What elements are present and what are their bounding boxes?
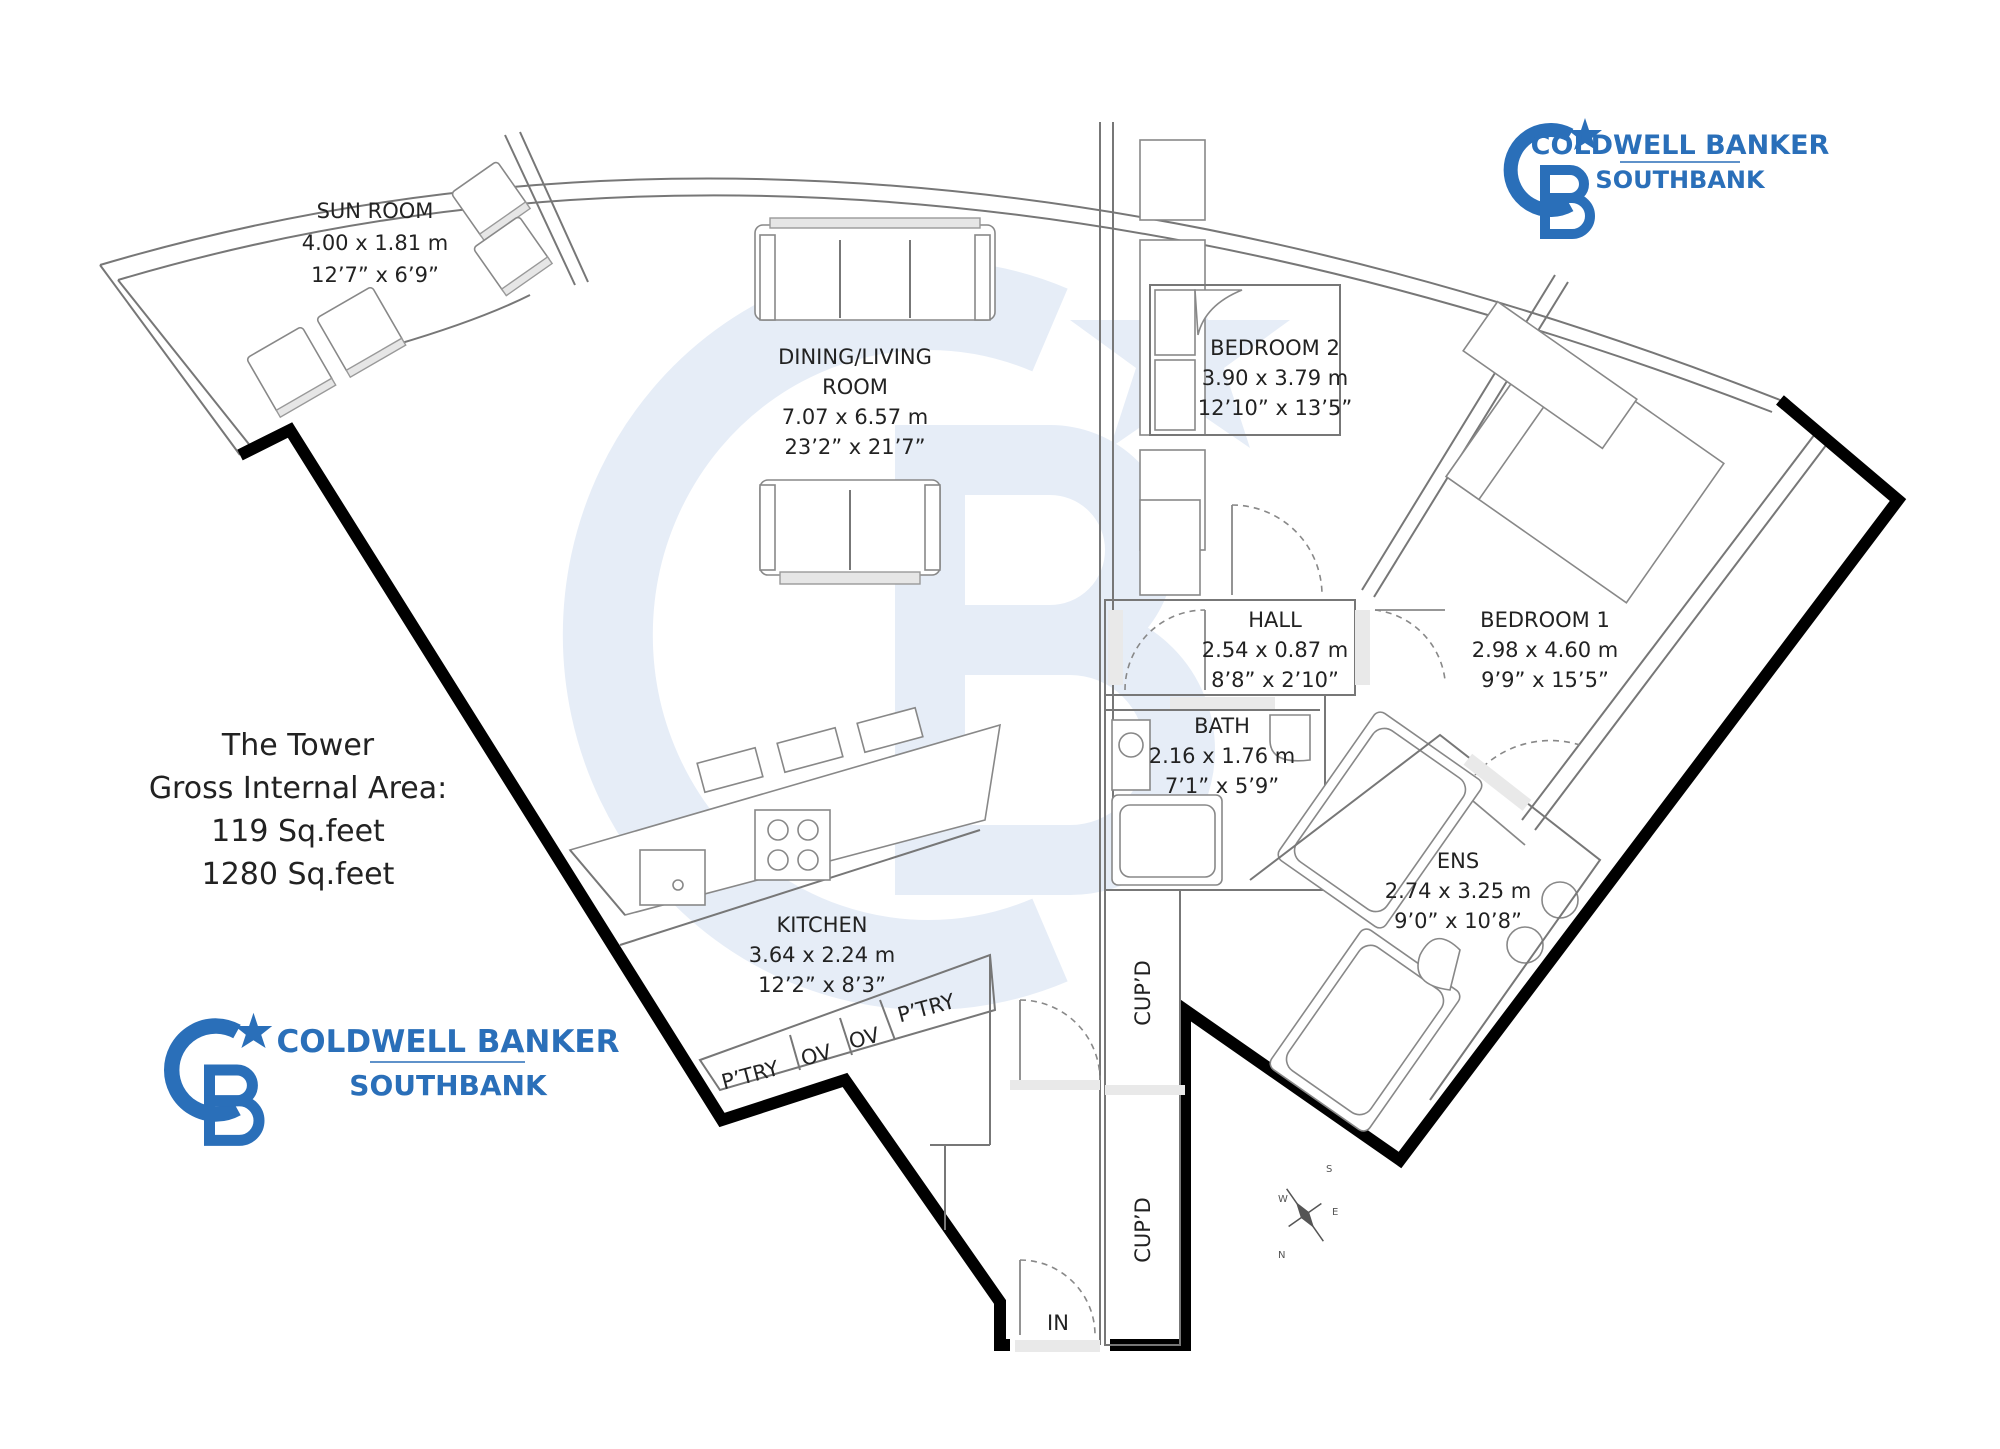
svg-text:BEDROOM 1: BEDROOM 1	[1480, 608, 1610, 632]
svg-text:3.90 x 3.79 m: 3.90 x 3.79 m	[1202, 366, 1348, 390]
oven-label: OV	[798, 1040, 834, 1071]
bath-fixtures	[1111, 714, 1311, 886]
hall-walls	[1104, 599, 1370, 891]
cupboard-label: CUP’D	[1131, 1197, 1155, 1263]
area-label: Gross Internal Area:	[149, 771, 447, 806]
svg-text:HALL: HALL	[1248, 608, 1302, 632]
property-name: The Tower	[221, 728, 375, 763]
toilet-icon	[1269, 714, 1311, 762]
cupboards	[1104, 889, 1185, 1346]
svg-text:S: S	[1326, 1164, 1332, 1175]
star-icon	[1568, 118, 1602, 150]
svg-text:4.00 x 1.81 m: 4.00 x 1.81 m	[302, 231, 448, 255]
fixture-labels: P’TRY OV OV P’TRY CUP’D CUP’D IN	[719, 960, 1155, 1335]
hob-icon	[754, 809, 831, 881]
bedroom1-wardrobe	[1462, 300, 1638, 450]
svg-text:7.07 x 6.57 m: 7.07 x 6.57 m	[782, 405, 928, 429]
svg-text:SOUTHBANK: SOUTHBANK	[349, 1069, 548, 1102]
svg-text:E: E	[1332, 1207, 1338, 1218]
brand-logo-top: COLDWELL BANKER SOUTHBANK	[1503, 118, 1830, 239]
svg-text:8’8” x 2’10”: 8’8” x 2’10”	[1211, 668, 1339, 692]
sofa-icon	[754, 217, 996, 321]
compass-labels: N S E W	[1278, 1164, 1338, 1261]
svg-text:2.98 x 4.60 m: 2.98 x 4.60 m	[1472, 638, 1618, 662]
svg-text:ENS: ENS	[1437, 849, 1479, 873]
compass-icon	[1286, 1188, 1324, 1242]
svg-text:BEDROOM 2: BEDROOM 2	[1210, 336, 1340, 360]
svg-text:12’10” x 13’5”: 12’10” x 13’5”	[1198, 396, 1352, 420]
svg-text:W: W	[1278, 1194, 1288, 1205]
svg-text:2.16 x 1.76 m: 2.16 x 1.76 m	[1149, 744, 1295, 768]
area-summary: The Tower Gross Internal Area: 119 Sq.fe…	[149, 728, 447, 892]
svg-text:BATH: BATH	[1194, 714, 1250, 738]
doors	[1010, 504, 1581, 1352]
svg-text:SOUTHBANK: SOUTHBANK	[1595, 166, 1766, 194]
cupboard-label: CUP’D	[1131, 960, 1155, 1026]
svg-text:DINING/LIVING: DINING/LIVING	[778, 345, 932, 369]
area-value-2: 1280 Sq.feet	[202, 857, 395, 892]
coldwell-banker-logo-icon	[164, 1012, 273, 1146]
kitchen-units	[698, 953, 997, 1230]
pantry-label: P’TRY	[719, 1056, 782, 1094]
svg-text:2.54 x 0.87 m: 2.54 x 0.87 m	[1202, 638, 1348, 662]
svg-text:7’1” x 5’9”: 7’1” x 5’9”	[1165, 774, 1279, 798]
room-label-sun-room: SUN ROOM 4.00 x 1.81 m 12’7” x 6’9”	[302, 199, 448, 287]
svg-text:COLDWELL BANKER: COLDWELL BANKER	[1531, 130, 1830, 161]
room-label-ens: ENS 2.74 x 3.25 m 9’0” x 10’8”	[1385, 849, 1531, 933]
svg-text:12’7” x 6’9”: 12’7” x 6’9”	[311, 263, 439, 287]
toilet-icon	[1417, 937, 1461, 991]
kitchen-island	[568, 706, 1001, 946]
svg-text:3.64 x 2.24 m: 3.64 x 2.24 m	[749, 943, 895, 967]
room-label-bath: BATH 2.16 x 1.76 m 7’1” x 5’9”	[1149, 714, 1295, 798]
area-value-1: 119 Sq.feet	[211, 814, 385, 849]
star-icon	[234, 1012, 273, 1048]
svg-text:COLDWELL BANKER: COLDWELL BANKER	[277, 1024, 620, 1060]
room-label-bedroom2: BEDROOM 2 3.90 x 3.79 m 12’10” x 13’5”	[1198, 336, 1352, 420]
oven-label: OV	[846, 1023, 882, 1054]
room-label-hall: HALL 2.54 x 0.87 m 8’8” x 2’10”	[1202, 608, 1348, 692]
svg-text:23’2” x 21’7”: 23’2” x 21’7”	[784, 435, 925, 459]
ensuite-fixtures	[1249, 711, 1602, 1132]
bedroom2-walls	[1139, 139, 1341, 596]
sink-icon	[639, 849, 706, 906]
svg-text:N: N	[1278, 1250, 1285, 1261]
svg-text:9’9” x 15’5”: 9’9” x 15’5”	[1481, 668, 1609, 692]
room-label-living: DINING/LIVING ROOM 7.07 x 6.57 m 23’2” x…	[778, 345, 932, 459]
room-label-bedroom1: BEDROOM 1 2.98 x 4.60 m 9’9” x 15’5”	[1472, 608, 1618, 692]
sofa-icon	[759, 479, 941, 585]
entrance-label: IN	[1047, 1311, 1069, 1335]
svg-text:9’0” x 10’8”: 9’0” x 10’8”	[1394, 909, 1522, 933]
sun-room-furniture	[246, 161, 554, 419]
svg-text:12’2” x 8’3”: 12’2” x 8’3”	[758, 973, 886, 997]
svg-text:ROOM: ROOM	[822, 375, 888, 399]
svg-text:SUN ROOM: SUN ROOM	[317, 199, 434, 223]
svg-text:KITCHEN: KITCHEN	[777, 913, 868, 937]
room-label-kitchen: KITCHEN 3.64 x 2.24 m 12’2” x 8’3”	[749, 913, 895, 997]
brand-logo-bottom: COLDWELL BANKER SOUTHBANK	[164, 1012, 620, 1146]
svg-text:2.74 x 3.25 m: 2.74 x 3.25 m	[1385, 879, 1531, 903]
coldwell-banker-logo-icon	[1503, 118, 1602, 239]
